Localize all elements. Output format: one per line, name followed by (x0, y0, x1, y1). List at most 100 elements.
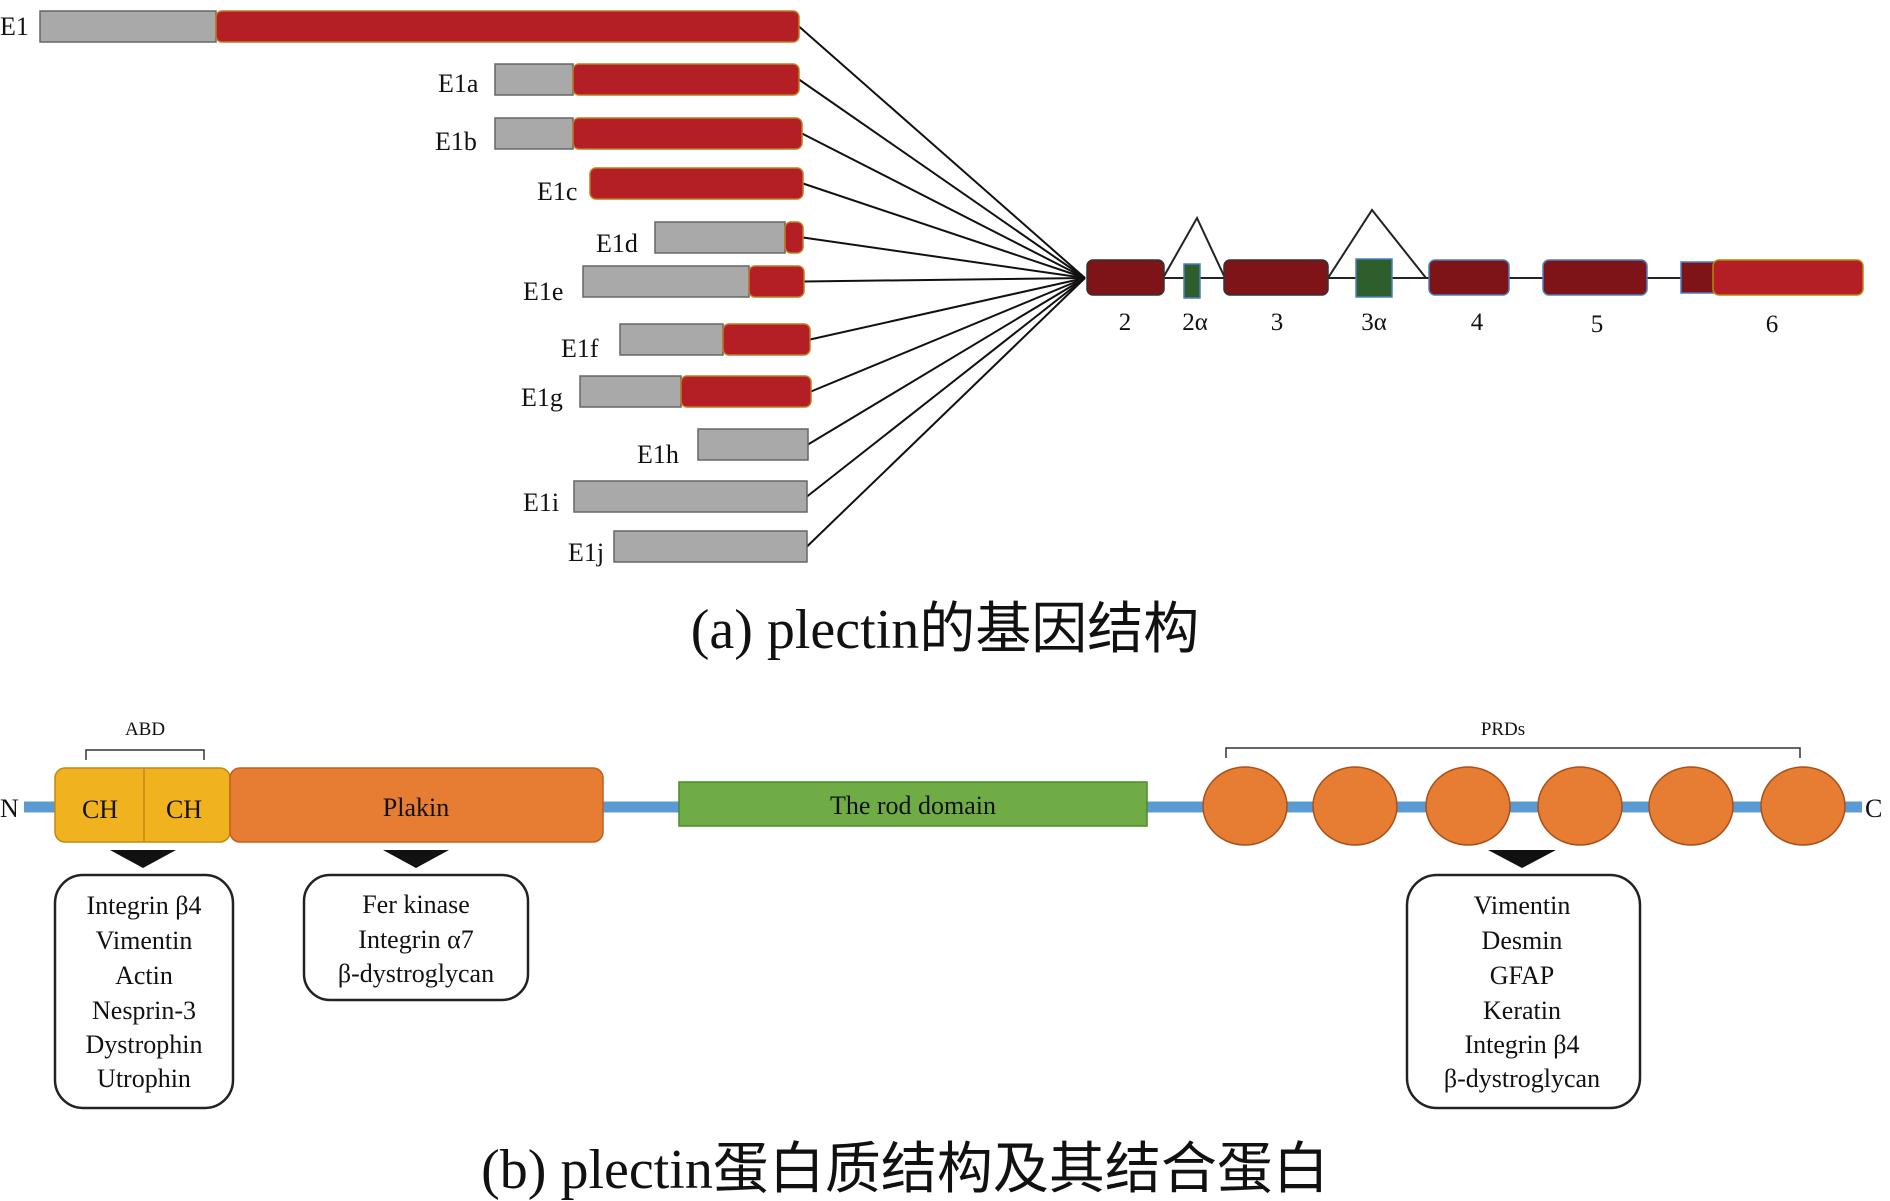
exon-e1d-noncoding (654, 221, 786, 254)
exon-3a (1355, 258, 1393, 298)
abd-partner: Nesprin-3 (92, 996, 196, 1025)
exon-2a (1183, 263, 1201, 299)
prds-partner: β-dystroglycan (1444, 1064, 1600, 1093)
exon-label-e1c: E1c (537, 177, 577, 206)
abd-pointer (110, 850, 176, 868)
exon-label-2a: 2α (1182, 309, 1208, 336)
ch-domain-1-label: CH (82, 795, 118, 824)
exon-e1f-noncoding (619, 323, 724, 356)
exon-e1e-coding (748, 265, 805, 298)
exon-2 (1086, 259, 1165, 296)
protein-structure-panel: N C ABD CH CH Plakin The rod domain PRDs… (0, 719, 1882, 1201)
downstream-exon-row (1086, 208, 1864, 299)
exon-label-e1a: E1a (438, 69, 479, 98)
prd-domain-3 (1425, 766, 1511, 846)
abd-partner: Vimentin (96, 926, 193, 955)
plakin-partner: Fer kinase (362, 890, 470, 919)
prds-partner: Vimentin (1474, 891, 1571, 920)
caption-b: (b) plectin蛋白质结构及其结合蛋白 (481, 1139, 1329, 1201)
prd-domains (1202, 766, 1846, 846)
abd-partner: Integrin β4 (86, 891, 201, 920)
exon-label-e1h: E1h (637, 440, 679, 469)
exon-e1f-coding (722, 323, 811, 356)
exon-5 (1542, 259, 1648, 296)
abd-partners-box (53, 873, 235, 1110)
exon-label-e1j: E1j (568, 538, 604, 567)
exon-e1i-noncoding (573, 480, 808, 513)
exon-label-e1d: E1d (596, 229, 638, 258)
exon-labels: 2 2α 3 3α 4 5 6 (1119, 309, 1779, 338)
prd-domain-2 (1312, 766, 1398, 846)
exon-e1g-coding (680, 375, 812, 408)
splice-line-e1h (807, 277, 1086, 446)
prd-domain-6 (1760, 766, 1846, 846)
abd-partner: Utrophin (97, 1064, 191, 1093)
rod-domain-label: The rod domain (830, 791, 996, 820)
exon-label-3: 3 (1271, 309, 1284, 336)
prd-domain-4 (1537, 766, 1623, 846)
plakin-partners-list: Fer kinase Integrin α7 β-dystroglycan (338, 890, 494, 988)
plakin-partners-box (302, 873, 530, 1002)
caption-a: (a) plectin的基因结构 (691, 599, 1200, 661)
exon-e1h-noncoding (697, 428, 809, 461)
exon-6-start (1680, 261, 1715, 294)
prd-domain-1 (1202, 766, 1288, 846)
exon-label-2: 2 (1119, 309, 1132, 336)
exon-e1b-coding (572, 117, 803, 150)
exon-e1b-noncoding (494, 117, 574, 150)
splice-line-e1i (806, 277, 1086, 498)
exon-label-5: 5 (1591, 311, 1604, 338)
splice-line-e1b (801, 132, 1086, 279)
splice-skip-triangle-3a (1327, 208, 1427, 279)
prds-partners-box (1405, 873, 1642, 1110)
plakin-domain (229, 767, 604, 843)
splice-skip-triangle-2a (1162, 215, 1226, 279)
exon-e1-noncoding (39, 10, 217, 43)
splice-line-e1d (802, 236, 1086, 279)
prds-partner: Desmin (1482, 926, 1563, 955)
splice-fan-lines (798, 25, 1086, 548)
plakin-partner: Integrin α7 (358, 925, 473, 954)
abd-partner: Dystrophin (86, 1030, 203, 1059)
plakin-pointer (383, 850, 449, 868)
prds-label: PRDs (1481, 719, 1525, 740)
exon-label-e1i: E1i (523, 488, 559, 517)
splice-line-e1a (798, 78, 1086, 279)
exon-e1j-noncoding (613, 530, 808, 563)
prds-pointer (1488, 850, 1556, 868)
prds-partner: Keratin (1483, 996, 1561, 1025)
exon-label-3a: 3α (1361, 309, 1387, 336)
prds-bracket (1225, 747, 1801, 758)
exon-label-e1g: E1g (521, 383, 563, 412)
c-terminus-label: C (1865, 794, 1882, 823)
abd-label: ABD (125, 719, 165, 740)
splice-line-e1c (802, 182, 1086, 279)
abd-partner: Actin (115, 961, 173, 990)
exon-e1a-coding (572, 63, 800, 96)
abd-bracket (85, 749, 205, 760)
exon-e1d-coding (784, 221, 804, 254)
plakin-partner: β-dystroglycan (338, 959, 494, 988)
exon-6 (1712, 259, 1864, 296)
ch-domain-2-label: CH (166, 795, 202, 824)
exon-3 (1223, 259, 1329, 296)
n-terminus-label: N (0, 794, 19, 823)
exon-label-6: 6 (1766, 311, 1779, 338)
exon-e1g-noncoding (579, 375, 682, 408)
plakin-label: Plakin (383, 793, 449, 822)
prds-partner: GFAP (1490, 961, 1555, 990)
exon-e1c-coding (589, 167, 804, 200)
rod-domain (678, 781, 1148, 827)
exon-e1-coding (215, 10, 800, 43)
prds-partners-list: Vimentin Desmin GFAP Keratin Integrin β4… (1444, 891, 1600, 1093)
exon-e1e-noncoding (582, 265, 750, 298)
exon-label-4: 4 (1471, 309, 1484, 336)
exon-4 (1428, 259, 1510, 296)
splice-line-e1g (810, 277, 1086, 393)
exon-label-e1f: E1f (561, 334, 599, 363)
prd-domain-5 (1648, 766, 1734, 846)
prds-partner: Integrin β4 (1464, 1030, 1579, 1059)
